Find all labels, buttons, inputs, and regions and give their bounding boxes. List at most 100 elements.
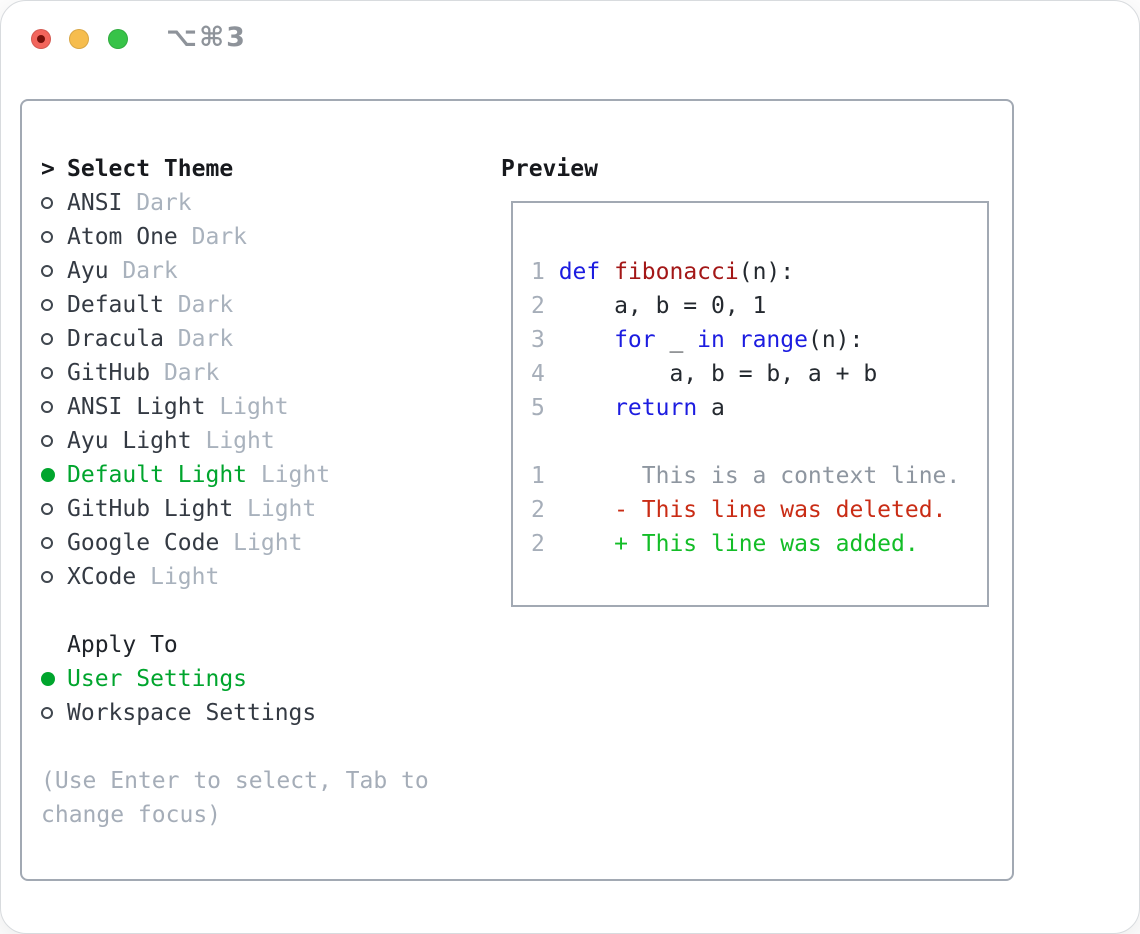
minimize-button[interactable] (69, 29, 89, 49)
code-token (559, 395, 614, 421)
theme-option-xcode[interactable]: XCode Light (41, 560, 481, 594)
theme-option-ansi-light[interactable]: ANSI Light Light (41, 390, 481, 424)
line-number: 3 (531, 327, 545, 353)
hint-line: change focus) (41, 802, 222, 828)
variant-tag: Light (219, 530, 303, 556)
theme-option-label: Ayu Light (67, 428, 192, 454)
preview-heading: Preview (501, 152, 989, 186)
line-number: 1 (531, 259, 545, 285)
spacer (41, 594, 481, 628)
radio-icon (41, 571, 67, 583)
select-theme-heading-label: Select Theme (67, 156, 234, 182)
variant-tag: Light (233, 496, 317, 522)
select-theme-heading: > Select Theme (41, 152, 481, 186)
variant-tag: Light (136, 564, 220, 590)
spacer (41, 730, 481, 764)
code-token (725, 327, 739, 353)
theme-option-label: Dracula (67, 326, 164, 352)
radio-icon (41, 197, 67, 209)
theme-option-label: XCode (67, 564, 137, 590)
theme-option-dracula[interactable]: Dracula Dark (41, 322, 481, 356)
code-token: (n): (738, 259, 795, 285)
code-token: in (697, 327, 725, 353)
code-token (559, 327, 614, 353)
theme-option-label: Google Code (67, 530, 220, 556)
code-token: a (697, 395, 725, 421)
theme-option-google-code[interactable]: Google Code Light (41, 526, 481, 560)
theme-option-label: GitHub (67, 360, 151, 386)
line-number: 2 (531, 497, 545, 523)
line-number: 5 (531, 395, 545, 421)
theme-option-github[interactable]: GitHub Dark (41, 356, 481, 390)
hint-line: (Use Enter to select, Tab to (41, 768, 429, 794)
variant-tag: Dark (177, 224, 248, 250)
variant-tag: Dark (108, 258, 178, 284)
radio-icon (41, 367, 67, 379)
variant-tag: Dark (122, 190, 192, 216)
radio-icon (41, 401, 67, 413)
line-number: 4 (531, 361, 545, 387)
variant-tag: Light (247, 462, 331, 488)
theme-option-github-light[interactable]: GitHub Light Light (41, 492, 481, 526)
radio-selected-icon (41, 672, 67, 686)
line-number: 2 (531, 293, 545, 319)
code-token: - This line was deleted. (558, 497, 947, 523)
variant-tag: Dark (163, 326, 234, 352)
radio-icon (41, 503, 67, 515)
radio-icon (41, 333, 67, 345)
apply-to-heading-label: Apply To (67, 632, 178, 658)
theme-option-default-light[interactable]: Default Light Light (41, 458, 481, 492)
radio-icon (41, 299, 67, 311)
apply-option-label: Workspace Settings (67, 700, 317, 726)
variant-tag: Light (205, 394, 289, 420)
code-token: def (558, 259, 601, 285)
theme-option-label: Atom One (67, 224, 178, 250)
theme-option-label: Ayu (67, 258, 109, 284)
variant-tag: Light (191, 428, 275, 454)
code-token: a, b = b, a + b (558, 361, 878, 387)
radio-selected-icon (41, 468, 67, 482)
theme-option-atom-one[interactable]: Atom One Dark (41, 220, 481, 254)
apply-option-workspace-settings[interactable]: Workspace Settings (41, 696, 481, 730)
code-line: 2 + This line was added. (531, 527, 987, 561)
radio-icon (41, 435, 67, 447)
apply-option-user-settings[interactable]: User Settings (41, 662, 481, 696)
code-token: for (614, 327, 656, 353)
line-number: 1 (531, 463, 545, 489)
code-line: 1 This is a context line. (531, 459, 987, 493)
theme-option-default[interactable]: Default Dark (41, 288, 481, 322)
code-token: a, b = 0, 1 (558, 293, 767, 319)
code-line: 3 for _ in range(n): (531, 323, 987, 357)
theme-option-ayu[interactable]: Ayu Dark (41, 254, 481, 288)
close-button[interactable] (31, 29, 51, 49)
zoom-button[interactable] (108, 29, 128, 49)
code-token: range (738, 327, 808, 353)
theme-option-label: ANSI Light (67, 394, 206, 420)
code-token: _ (655, 327, 698, 353)
radio-icon (41, 707, 67, 719)
theme-option-label: Default (67, 292, 164, 318)
variant-tag: Dark (163, 292, 234, 318)
code-line: 2 a, b = 0, 1 (531, 289, 987, 323)
theme-option-ayu-light[interactable]: Ayu Light Light (41, 424, 481, 458)
preview-heading-label: Preview (501, 156, 598, 182)
apply-to-heading: Apply To (41, 628, 481, 662)
code-token: return (614, 395, 698, 421)
unsaved-changes-dot-icon (37, 35, 45, 43)
variant-tag: Dark (150, 360, 220, 386)
theme-option-label: Default Light (67, 462, 248, 488)
radio-icon (41, 265, 67, 277)
code-token: (n): (807, 327, 864, 353)
code-token (600, 259, 614, 285)
theme-option-ansi[interactable]: ANSI Dark (41, 186, 481, 220)
theme-option-label: GitHub Light (67, 496, 234, 522)
